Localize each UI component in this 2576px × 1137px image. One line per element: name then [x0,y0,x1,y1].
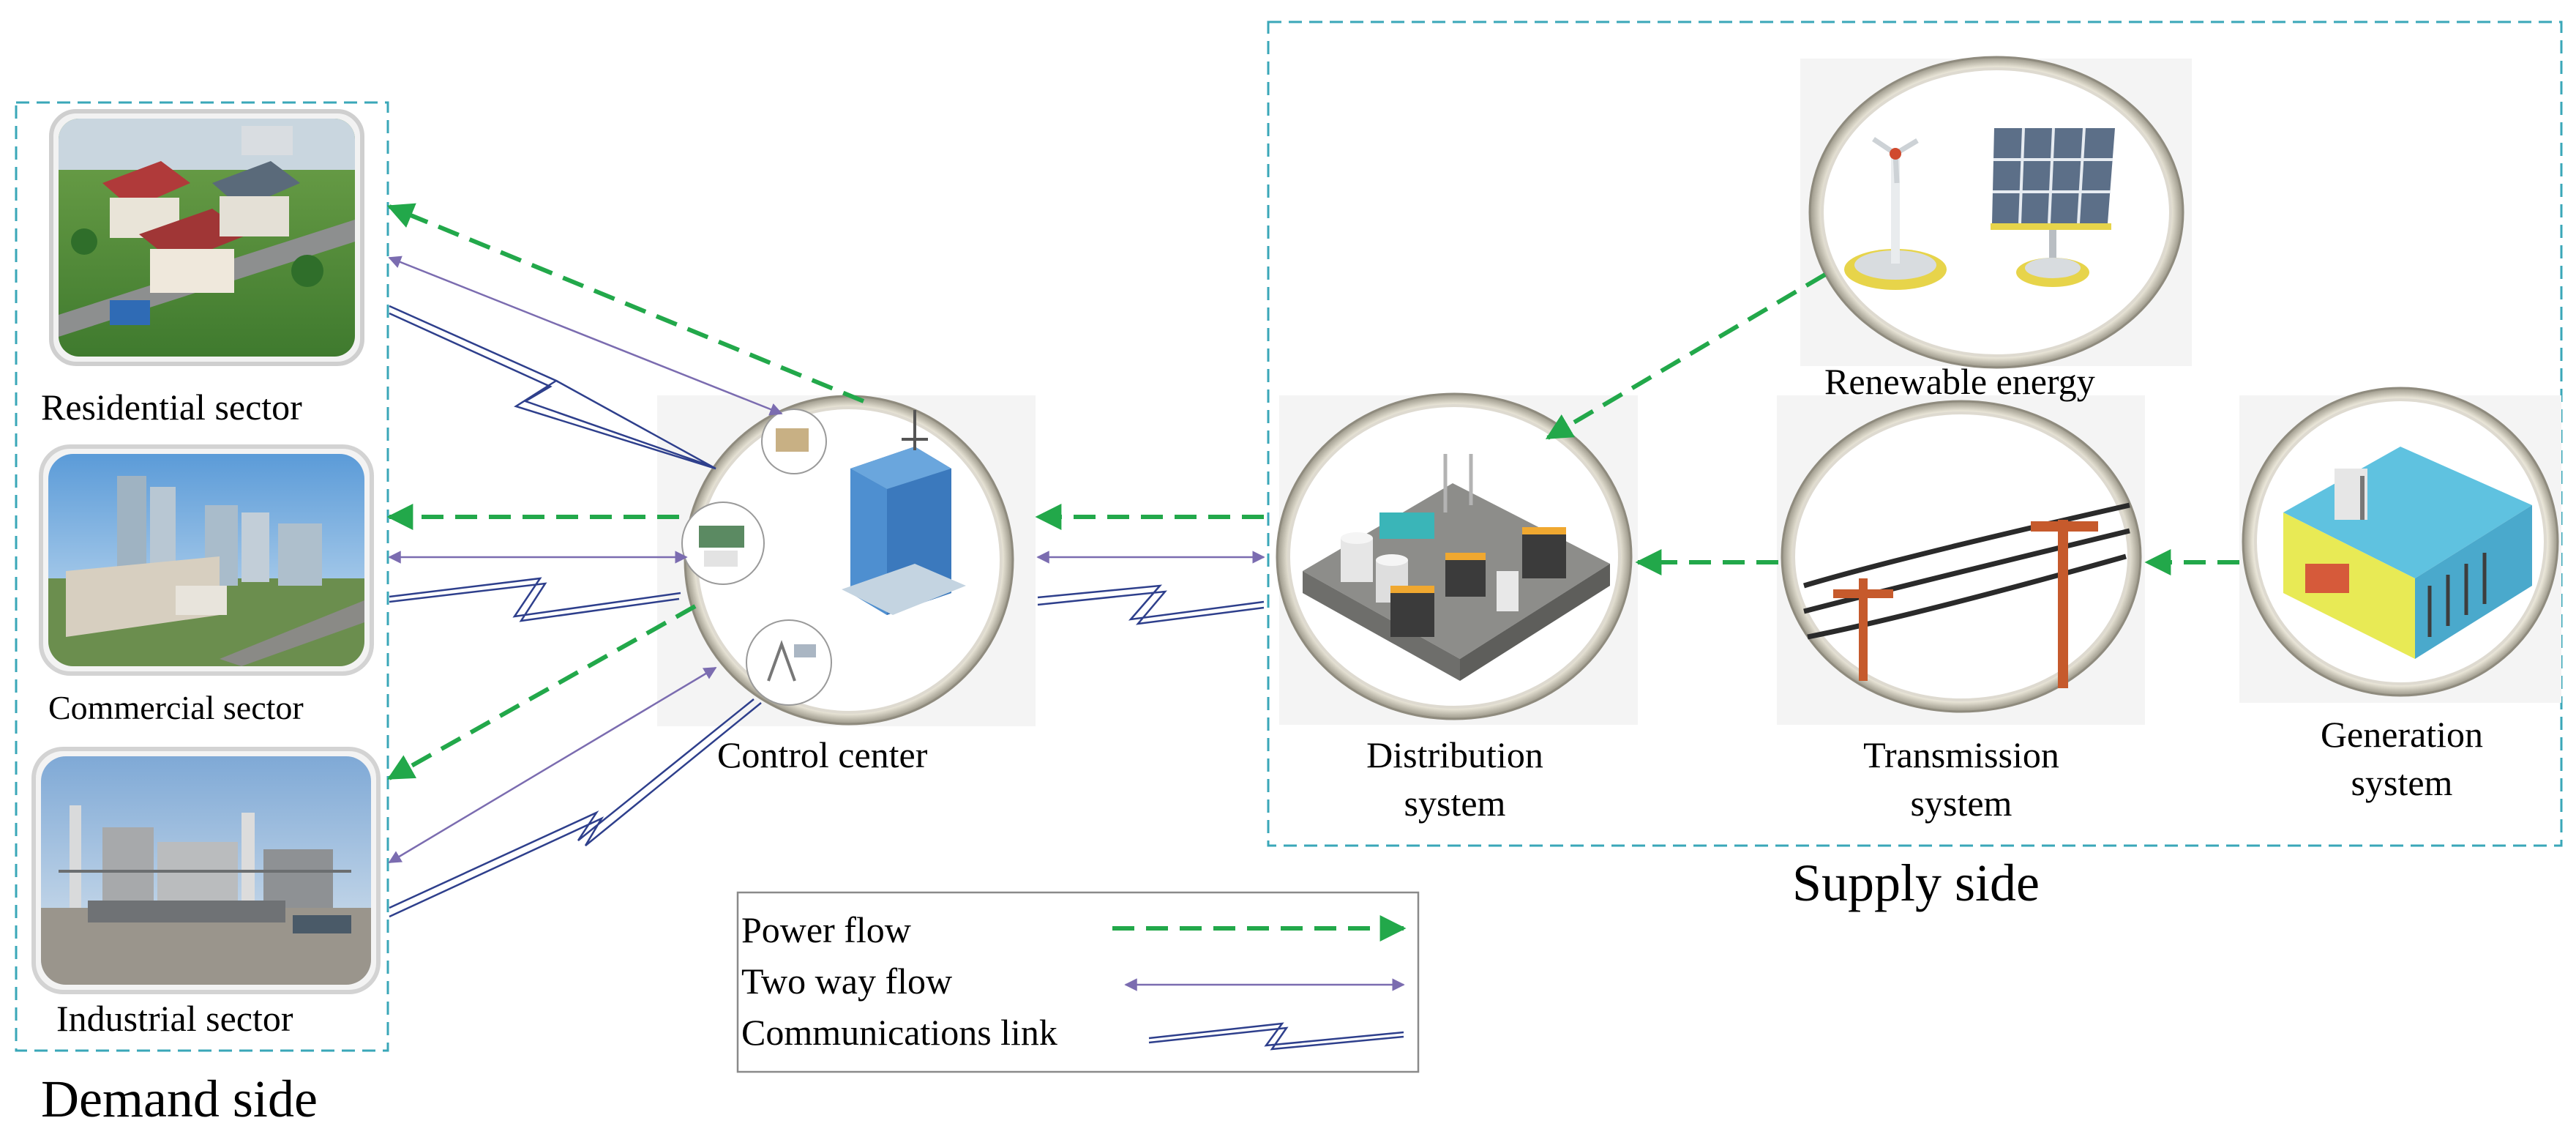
comm-link-industrial [389,698,762,918]
renewable-energy-label: Renewable energy [1824,361,2095,402]
commercial-label: Commercial sector [48,689,304,726]
demand-side-title: Demand side [41,1070,318,1128]
legend-comm-link-swatch [1148,1022,1404,1051]
comm-link-commercial [389,577,681,622]
generation-label-line2: system [2351,762,2453,803]
industrial-image [31,747,381,994]
transmission-label-line1: Transmission [1863,734,2059,775]
supply-side-title: Supply side [1792,854,2040,912]
generation-image [2239,387,2561,703]
two-way-flow-industrial [388,666,717,864]
comm-link-residential [389,305,716,470]
commercial-image [39,444,374,676]
generation-label-line1: Generation [2321,714,2483,755]
residential-image [49,109,364,366]
legend: Power flow Two way flow Communications l… [736,891,1420,1073]
control-center-label: Control center [717,734,928,775]
power-flow-control-to-industrial [386,604,697,780]
transmission-image [1777,395,2145,725]
legend-comm-link-label: Communications link [741,1012,1057,1053]
legend-power-flow-label: Power flow [741,909,911,950]
communication-links [389,305,1265,918]
distribution-label-line1: Distribution [1366,734,1543,775]
distribution-label-line2: system [1404,783,1506,824]
comm-link-distribution [1037,584,1265,625]
control-center-image [657,395,1036,726]
transmission-label-line2: system [1911,783,2012,824]
industrial-label: Industrial sector [56,998,293,1039]
renewable-energy-image [1800,56,2192,369]
two-way-flow-residential [388,256,783,416]
demand-side-border [15,101,389,1052]
power-flow-control-to-residential [386,203,865,403]
residential-label: Residential sector [41,387,302,428]
legend-two-way-flow-label: Two way flow [741,961,952,1002]
power-flow-renewable-to-distribution [1545,272,1827,440]
two-way-flows [388,256,1265,864]
distribution-image [1276,392,1638,725]
